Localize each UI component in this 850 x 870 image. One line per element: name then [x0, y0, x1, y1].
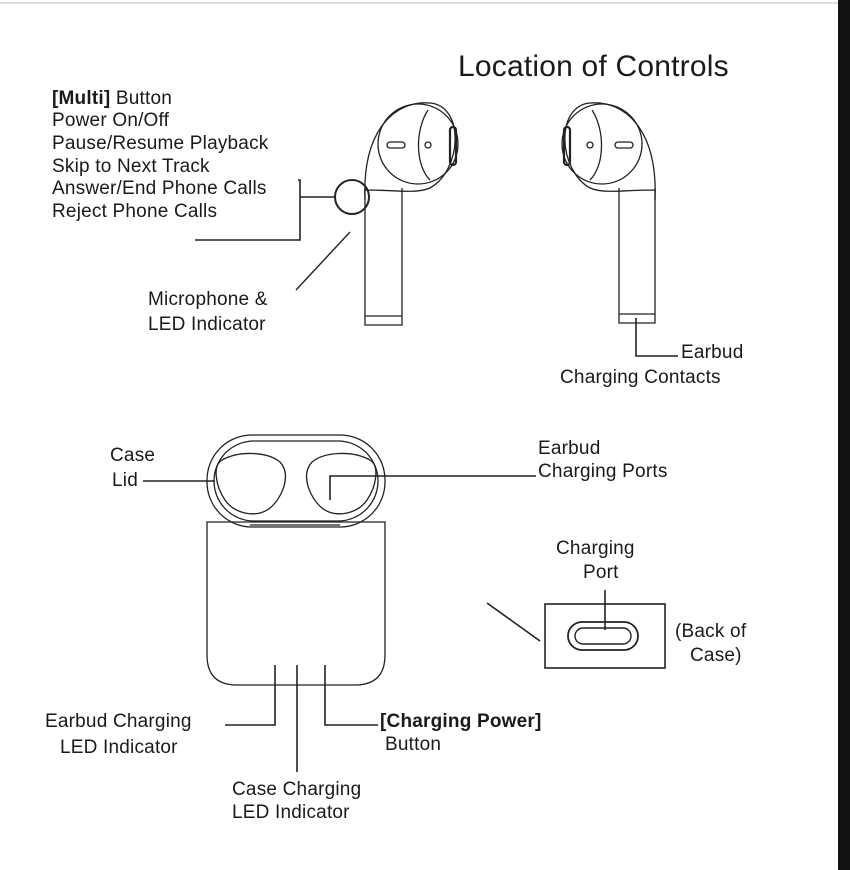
case-led-label: LED Indicator: [232, 802, 350, 823]
microphone-label: Microphone &: [148, 289, 268, 310]
charging-ports-label: Earbud: [538, 438, 601, 459]
back-of-case-label: Case): [690, 645, 742, 666]
multi-button-marker: [334, 179, 370, 215]
back-of-case-label: (Back of: [675, 621, 747, 642]
multi-function: Answer/End Phone Calls: [52, 178, 267, 199]
multi-function: Power On/Off: [52, 110, 170, 131]
multi-button-suffix: Button: [110, 88, 172, 109]
charging-port-label: Port: [583, 562, 619, 583]
multi-button-label: [Multi] Button: [52, 88, 172, 110]
microphone-label: LED Indicator: [148, 314, 266, 335]
charging-power-label: [Charging Power]: [380, 711, 542, 732]
multi-function: Pause/Resume Playback: [52, 133, 269, 154]
charging-case: [206, 434, 386, 686]
charging-power-label: Button: [385, 734, 442, 755]
charging-port-label: Charging: [556, 538, 635, 559]
charging-ports-label: Charging Ports: [538, 461, 668, 482]
multi-function: Skip to Next Track: [52, 156, 210, 177]
case-led-label: Case Charging: [232, 779, 362, 800]
page-edge: [838, 0, 850, 870]
contacts-label: Earbud: [681, 342, 744, 363]
contacts-label: Charging Contacts: [560, 367, 721, 388]
earbud-led-label: Earbud Charging: [45, 711, 192, 732]
right-earbud: [561, 102, 656, 324]
page-title: Location of Controls: [458, 50, 729, 83]
left-earbud: [364, 102, 459, 326]
multi-function: Reject Phone Calls: [52, 201, 218, 222]
case-lid-label: Lid: [112, 470, 138, 491]
earbud-led-label: LED Indicator: [60, 737, 178, 758]
multi-button-name: [Multi]: [52, 88, 111, 109]
case-lid-label: Case: [110, 445, 156, 466]
